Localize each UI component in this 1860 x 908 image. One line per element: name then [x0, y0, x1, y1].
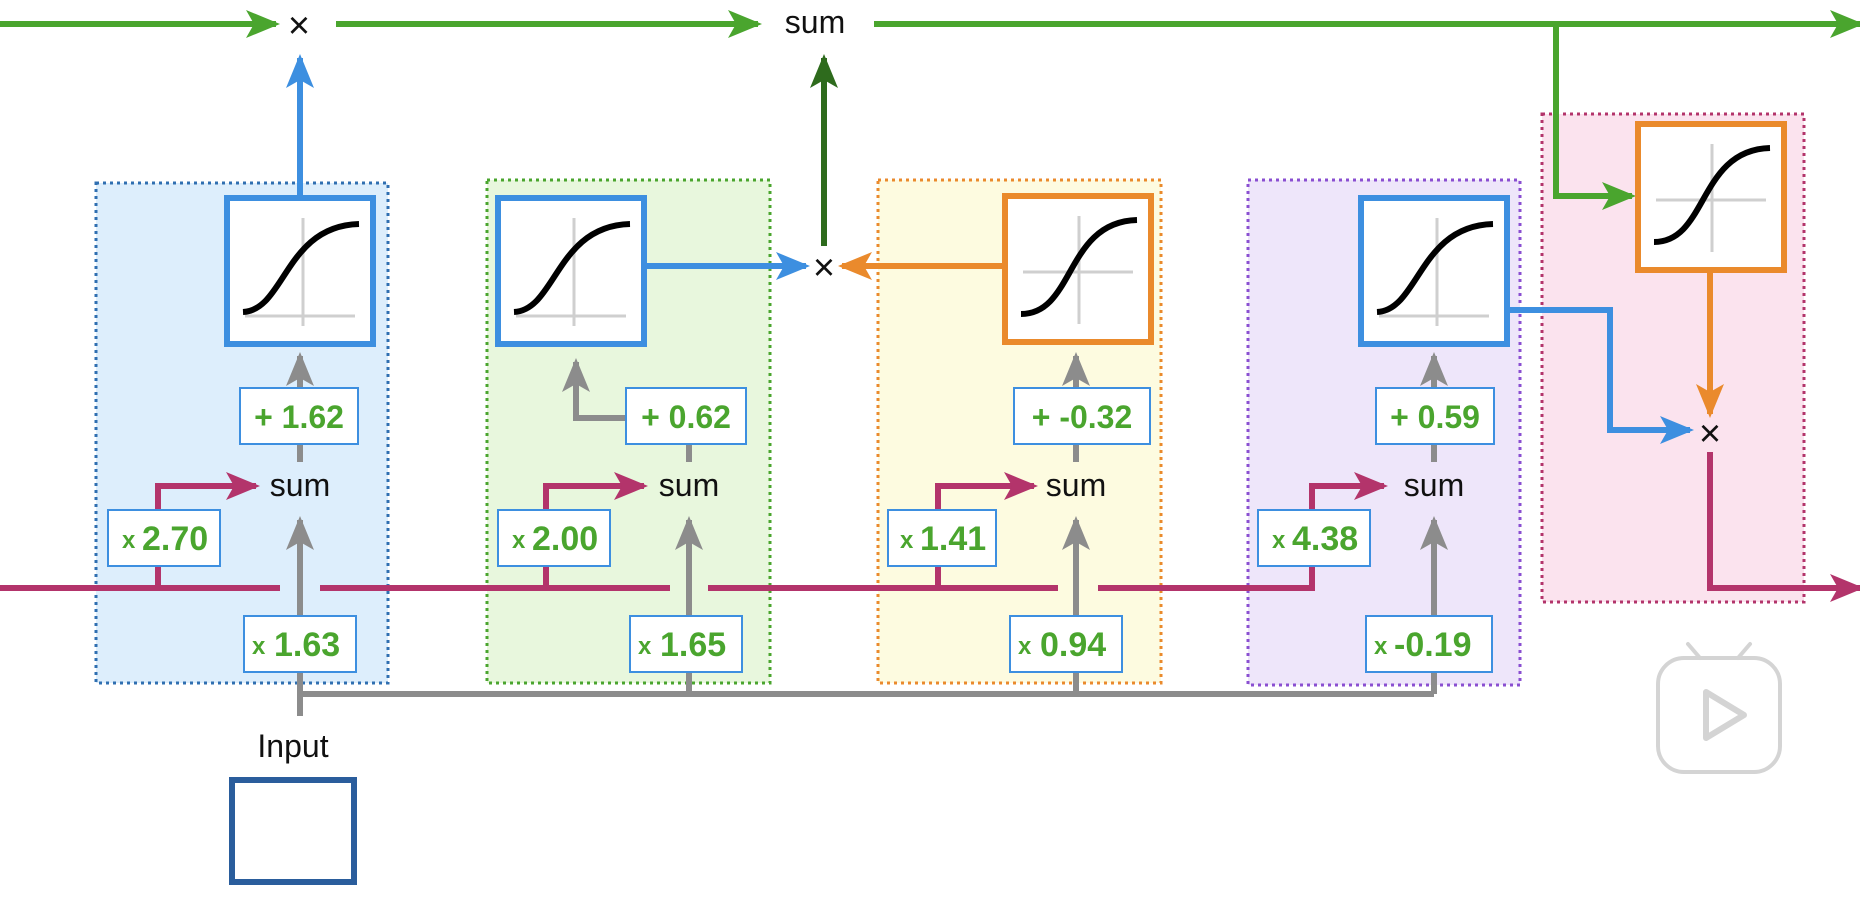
input-label: Input — [257, 728, 328, 764]
block-4-sum-label: sum — [1404, 467, 1464, 503]
block-2-sum-label: sum — [659, 467, 719, 503]
weight-prefix: x — [252, 633, 266, 660]
block-2-short-weight-box: x 2.00 — [497, 509, 611, 567]
tanh-curve-icon — [1635, 121, 1787, 273]
block-1-input-weight-box: x 1.63 — [243, 615, 357, 673]
block-1-input-weight: 1.63 — [274, 626, 340, 664]
weight-prefix: x — [512, 527, 526, 554]
block-2-bias: + 0.62 — [641, 399, 731, 435]
weight-prefix: x — [1272, 527, 1286, 554]
play-button-icon[interactable] — [1656, 642, 1782, 774]
top-multiply-sign: × — [288, 5, 310, 47]
weight-prefix: x — [1374, 633, 1388, 660]
block-2-input-weight-box: x 1.65 — [629, 615, 743, 673]
block-3-input-weight-box: x 0.94 — [1009, 615, 1123, 673]
block-4-short-weight: 4.38 — [1292, 520, 1358, 558]
block-2-input-weight: 1.65 — [660, 626, 726, 664]
block-1-sum-label: sum — [270, 467, 330, 503]
weight-prefix: x — [900, 527, 914, 554]
block-3-short-weight-box: x 1.41 — [887, 509, 997, 567]
sigmoid-curve-icon — [495, 195, 647, 347]
block-4-input-weight: -0.19 — [1394, 626, 1472, 664]
block-3-bias: + -0.32 — [1032, 399, 1133, 435]
block-4-input-weight-box: x -0.19 — [1365, 615, 1493, 673]
sigmoid-curve-icon — [224, 195, 376, 347]
block-2-bias-box: + 0.62 — [625, 387, 747, 445]
tanh-curve-icon — [1002, 193, 1154, 345]
long-term-branch-arrow — [1553, 24, 1636, 210]
block-3-short-weight: 1.41 — [920, 520, 986, 558]
top-sum-label: sum — [785, 4, 845, 40]
block-1-short-weight: 2.70 — [142, 520, 208, 558]
block-4-bias-box: + 0.59 — [1375, 387, 1495, 445]
sigmoid-curve-icon — [1358, 195, 1510, 347]
weight-prefix: x — [1018, 633, 1032, 660]
output-gate-sigmoid-arrow — [1508, 307, 1694, 444]
block-2-short-weight: 2.00 — [532, 520, 598, 558]
block-4-short-weight-box: x 4.38 — [1257, 509, 1371, 567]
output-gate-multiply-sign: × — [1699, 413, 1721, 455]
block-4-bias: + 0.59 — [1390, 399, 1480, 435]
input-gate-multiply-sign: × — [813, 247, 835, 289]
short-term-out-arrow — [1707, 452, 1860, 602]
block-1-bias-box: + 1.62 — [239, 387, 359, 445]
weight-prefix: x — [638, 633, 652, 660]
block-1-bias: + 1.62 — [254, 399, 344, 435]
block-3-bias-box: + -0.32 — [1013, 387, 1151, 445]
input-box[interactable] — [229, 777, 357, 885]
block-1-short-weight-box: x 2.70 — [107, 509, 221, 567]
weight-prefix: x — [122, 527, 136, 554]
block-3-input-weight: 0.94 — [1040, 626, 1106, 664]
block-3-sum-label: sum — [1046, 467, 1106, 503]
